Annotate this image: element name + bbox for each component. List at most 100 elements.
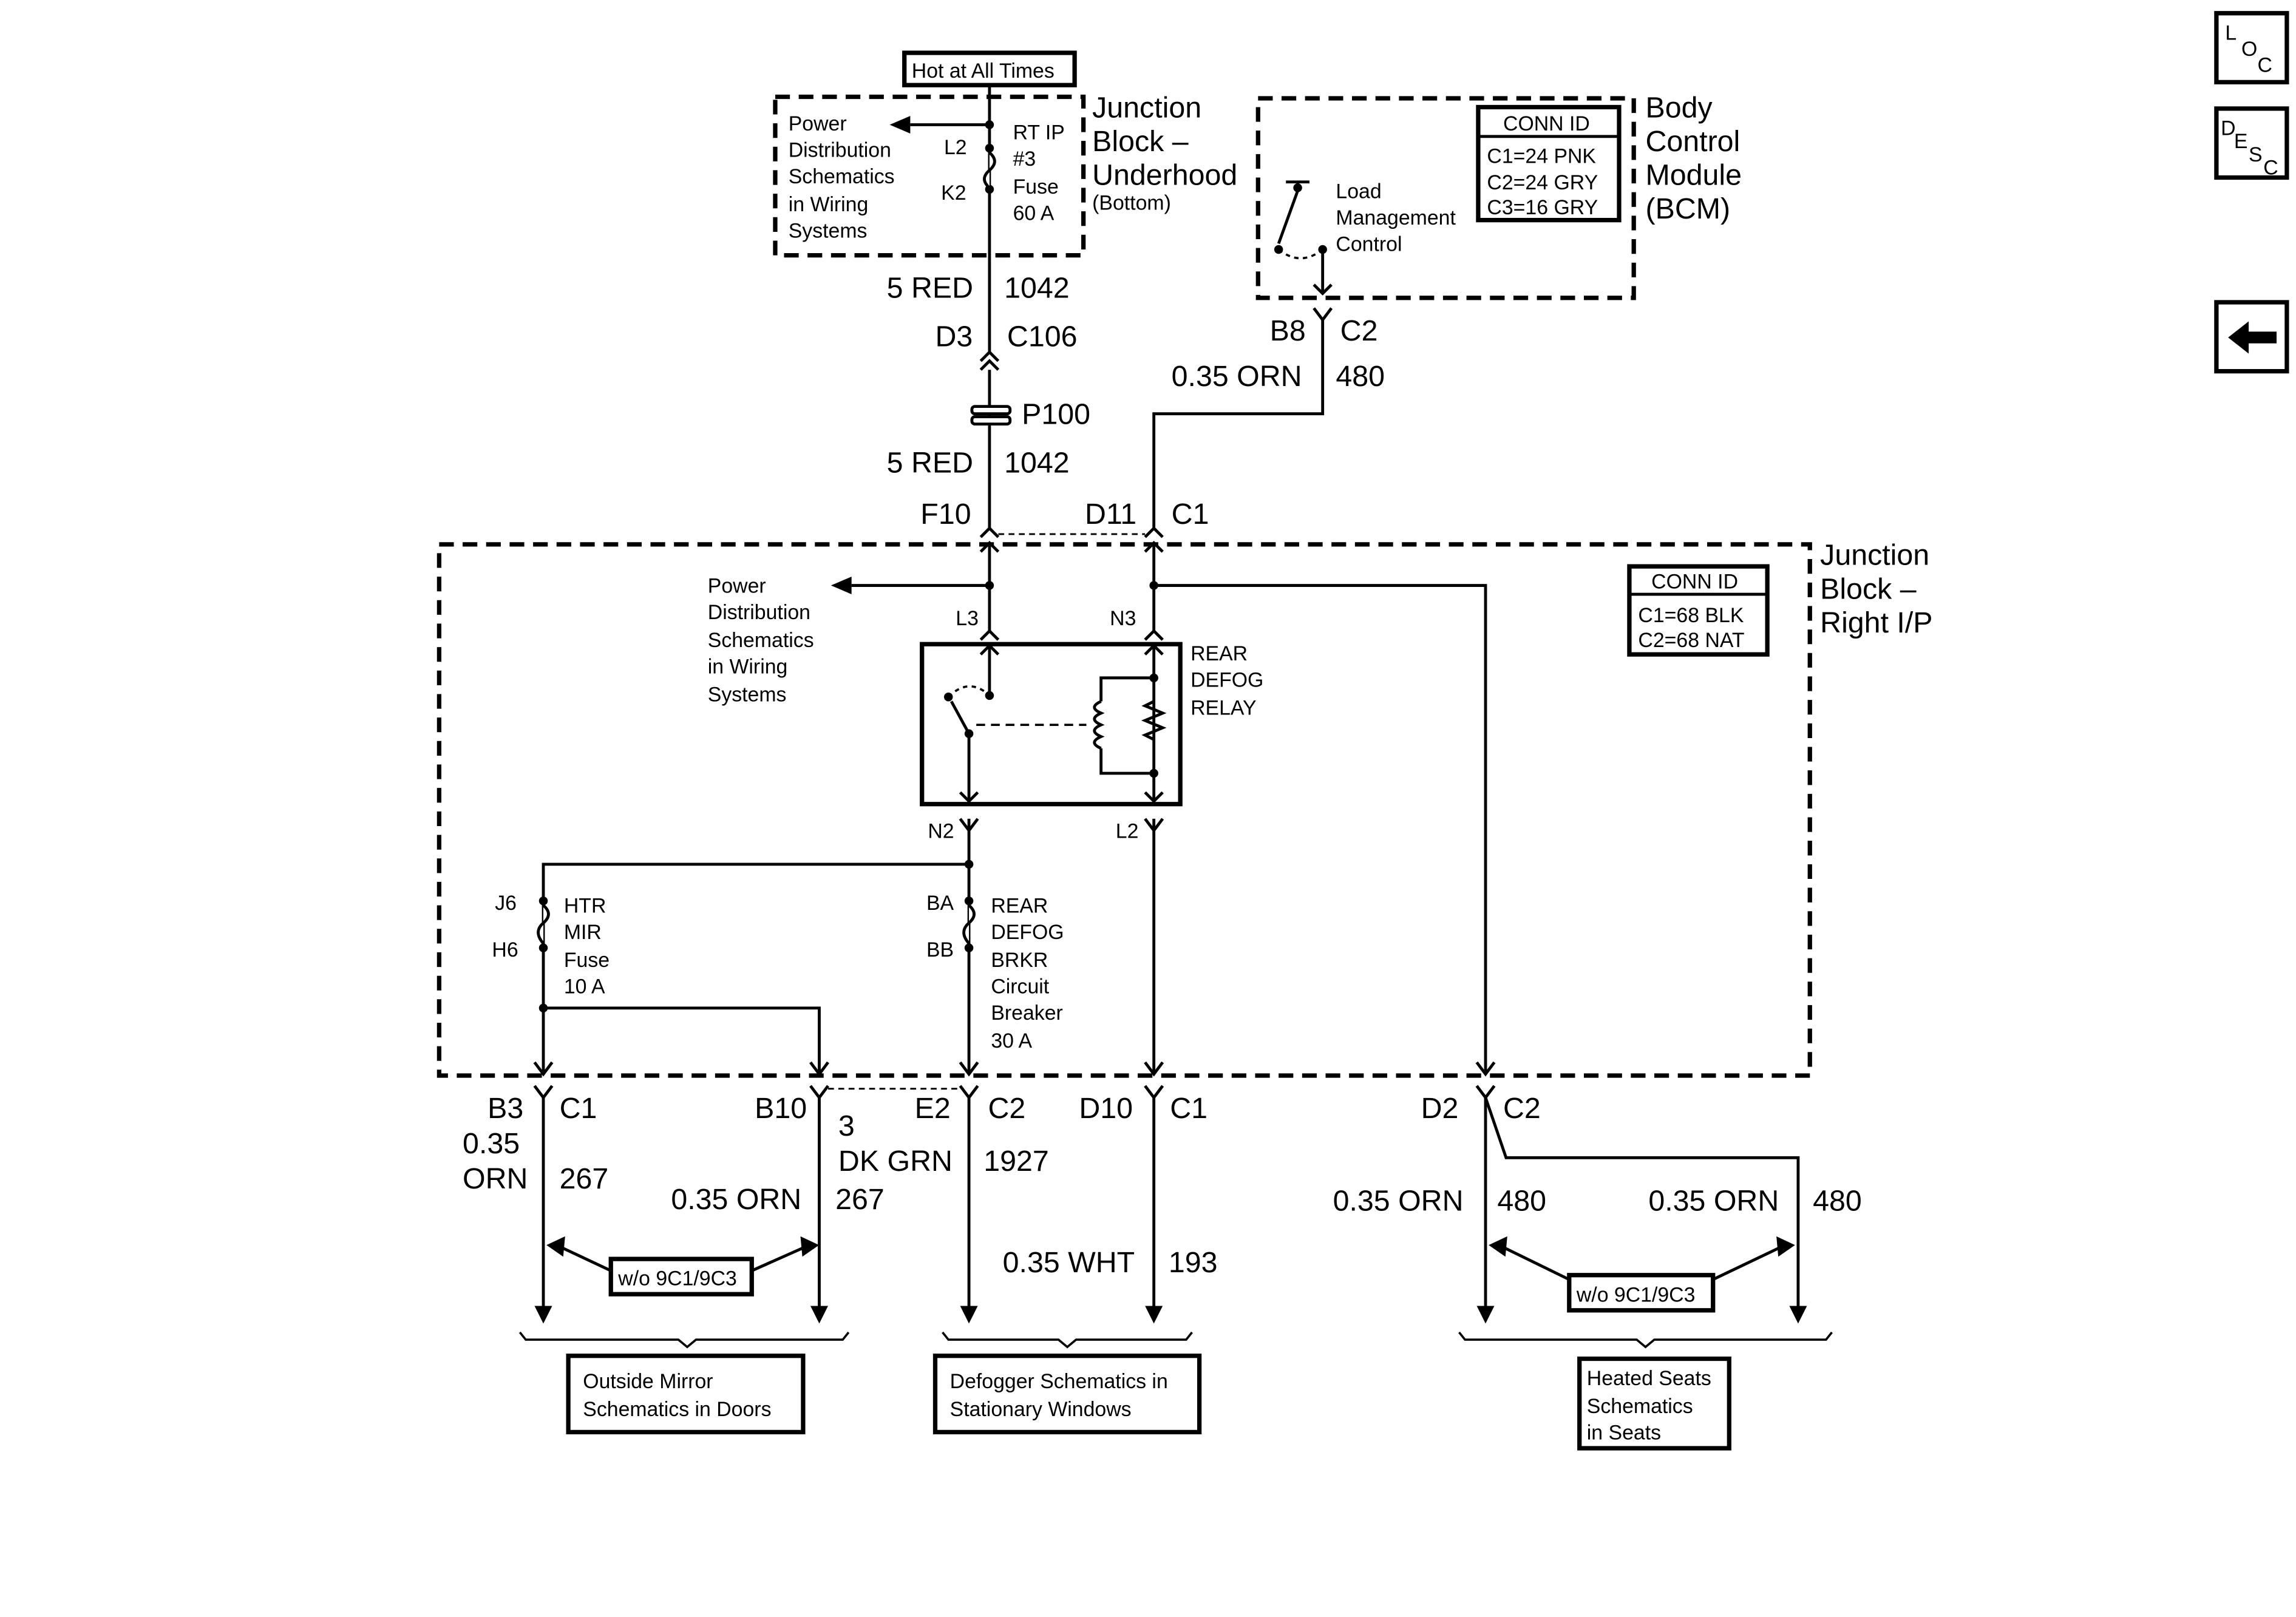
load-management-switch-icon [1274,180,1333,296]
bcm-connector-c2: C2 [1340,314,1378,347]
svg-text:Schematics: Schematics [708,629,814,652]
p100-label: P100 [1022,398,1090,431]
svg-text:C: C [2258,53,2272,76]
svg-text:DEFOG: DEFOG [991,921,1064,944]
connector-c1-top: C1 [1172,498,1209,531]
wire-480b-gauge: 0.35 ORN [1648,1184,1779,1217]
svg-text:in Wiring: in Wiring [708,656,788,679]
brace-defog [942,1331,1193,1349]
junction-block-underhood-border [773,94,1086,258]
wire-480a-gauge: 0.35 ORN [1333,1184,1464,1217]
loc-button[interactable]: L O C [2214,11,2289,85]
svg-text:Module: Module [1646,159,1742,192]
bcm-conn-id-title: CONN ID [1503,112,1590,135]
pin-l3: L3 [956,607,979,630]
svg-text:MIR: MIR [564,921,602,944]
wire-267a-gauge-1: 0.35 [463,1127,520,1160]
svg-text:Block –: Block – [1820,572,1917,605]
desc-button[interactable]: D E S C [2214,106,2289,180]
back-button[interactable] [2214,300,2289,374]
pin-d10: D10 [1079,1092,1133,1125]
svg-text:Junction: Junction [1092,91,1201,124]
svg-text:Right I/P: Right I/P [1820,606,1932,639]
svg-text:Junction: Junction [1820,539,1929,572]
dest-mirror-line1: Outside Mirror [583,1370,713,1393]
wire-267a-circuit: 267 [560,1162,609,1195]
arrow-left-icon [889,115,911,134]
connector-c2-e2: C2 [988,1092,1026,1125]
dest-defog-box [932,1354,1202,1435]
pin-n2: N2 [928,819,954,842]
option-right-group: w/o 9C1/9C3 [1489,1236,1795,1313]
svg-text:O: O [2241,38,2257,61]
svg-text:Breaker: Breaker [991,1002,1062,1025]
rear-defog-relay-label: REAR DEFOG RELAY [1190,642,1263,719]
wire-1927-gauge-2: DK GRN [838,1145,953,1178]
pin-l2-underhood: L2 [944,136,967,159]
pin-k2-underhood: K2 [941,181,966,205]
rear-defog-breaker-label: REAR DEFOG BRKR Circuit Breaker 30 A [991,895,1064,1053]
connector-c2-d2: C2 [1503,1092,1541,1125]
svg-text:E: E [2234,130,2248,153]
wire-193-gauge: 0.35 WHT [1003,1246,1135,1279]
bcm-title: Body Control Module (BCM) [1646,91,1742,225]
wire-1042-gauge-top: 5 RED [887,272,973,305]
wire-1042-gauge-bottom: 5 RED [887,446,973,479]
jb-ip-conn-id-box [1627,564,1770,657]
jb-ip-power-distribution: Power Distribution Schematics in Wiring … [708,575,814,707]
jb-ip-conn-id-c2: C2=68 NAT [1638,629,1744,652]
svg-text:Systems: Systems [789,220,868,243]
bcm-conn-id-box [1476,104,1622,223]
pin-j6: J6 [495,892,517,915]
dest-defog-line2: Stationary Windows [950,1398,1132,1421]
svg-text:(BCM): (BCM) [1646,192,1731,225]
svg-text:30 A: 30 A [991,1029,1032,1053]
hot-at-all-times-label: Hot at All Times [912,59,1055,83]
wire-1042-circuit-top: 1042 [1004,272,1070,305]
wire-1042-circuit-bottom: 1042 [1004,446,1070,479]
svg-text:RT IP: RT IP [1013,121,1065,144]
p100-passthrough-icon [970,405,1012,426]
pin-h6: H6 [492,938,518,961]
jb-ip-title: Junction Block – Right I/P [1820,539,1932,639]
svg-text:10 A: 10 A [564,975,605,998]
wire-193-circuit: 193 [1169,1246,1218,1279]
pin-f10: F10 [920,498,971,531]
rt-ip-fuse-label: RT IP #3 Fuse 60 A [1013,121,1065,225]
dest-seats-box [1577,1356,1731,1451]
svg-text:BRKR: BRKR [991,949,1048,972]
svg-text:HTR: HTR [564,895,606,918]
option-right-label: w/o 9C1/9C3 [1576,1283,1696,1306]
svg-text:S: S [2249,143,2263,166]
wire-480-gauge: 0.35 ORN [1172,360,1302,393]
pin-d2: D2 [1421,1092,1459,1125]
jb-underhood-power-distribution: Power Distribution Schematics in Wiring … [789,112,895,242]
bcm-pin-b8: B8 [1270,314,1306,347]
svg-text:Schematics: Schematics [789,165,895,188]
circuit-breaker-icon [962,904,976,944]
svg-text:(Bottom): (Bottom) [1092,192,1171,215]
svg-text:Control: Control [1646,125,1741,158]
wire-267b-circuit: 267 [835,1183,885,1216]
wire-480-circuit: 480 [1336,360,1385,393]
svg-text:Distribution: Distribution [789,139,891,162]
svg-text:Fuse: Fuse [1013,175,1059,198]
dest-seats-line2: Schematics [1587,1395,1693,1418]
dest-seats-line1: Heated Seats [1587,1367,1711,1390]
wire-480a-circuit: 480 [1497,1184,1546,1217]
pin-d11: D11 [1085,498,1136,531]
svg-text:Block –: Block – [1092,125,1189,158]
svg-text:Distribution: Distribution [708,601,810,624]
wire-267a-gauge-2: ORN [463,1162,528,1195]
pin-b3: B3 [487,1092,523,1125]
dest-defog-line1: Defogger Schematics in [950,1370,1168,1393]
load-management-label: Load Management Control [1336,180,1456,256]
wire-480b-circuit: 480 [1813,1184,1862,1217]
fuse-icon [983,151,996,189]
pin-b10: B10 [755,1092,807,1125]
relay-switch-icon [943,643,1087,804]
arrow-left-icon [2228,321,2277,354]
svg-text:Underhood: Underhood [1092,159,1237,192]
svg-text:REAR: REAR [991,895,1048,918]
pin-l2-relay: L2 [1116,819,1139,842]
